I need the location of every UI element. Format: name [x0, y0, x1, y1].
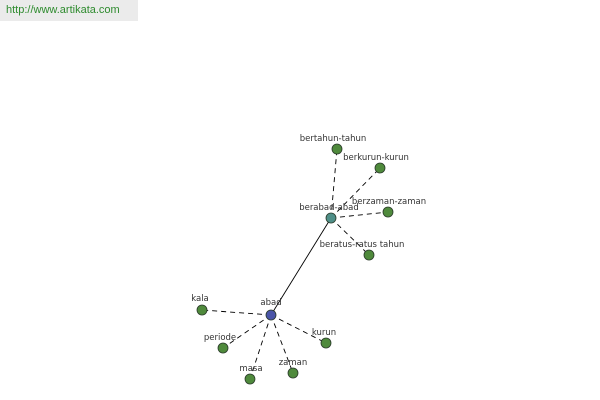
node-label-kurun[interactable]: kurun — [312, 328, 336, 338]
node-kurun[interactable] — [320, 337, 332, 349]
edge-abad-to-kurun — [270, 314, 327, 344]
edge-abad-to-zaman — [270, 314, 294, 374]
node-berabad-abad[interactable] — [325, 212, 337, 224]
node-periode[interactable] — [217, 342, 229, 354]
node-masa[interactable] — [244, 373, 256, 385]
edge-abad-to-kala — [201, 309, 272, 316]
node-label-berabad-abad[interactable]: berabad-abad — [299, 203, 359, 213]
node-label-kala[interactable]: kala — [191, 294, 209, 304]
node-berkurun-kurun[interactable] — [374, 162, 386, 174]
node-label-berzaman-zaman[interactable]: berzaman-zaman — [352, 197, 426, 207]
edge-berabad-abad-to-berzaman-zaman — [330, 211, 389, 219]
node-label-berkurun-kurun[interactable]: berkurun-kurun — [343, 153, 409, 163]
node-label-bertahun-tahun[interactable]: bertahun-tahun — [300, 134, 367, 144]
labels-layer: abad berabad-abad kala periode masa zaman kuru… — [191, 134, 426, 374]
node-abad[interactable] — [265, 309, 277, 321]
site-url-label[interactable]: http://www.artikata.com — [0, 0, 138, 21]
node-beratus-ratus-tahun[interactable] — [363, 249, 375, 261]
edges-layer — [201, 148, 389, 380]
node-zaman[interactable] — [287, 367, 299, 379]
node-label-beratus-ratus-tahun[interactable]: beratus-ratus tahun — [320, 240, 405, 250]
nodes-layer — [196, 143, 394, 385]
node-kala[interactable] — [196, 304, 208, 316]
edge-berabad-abad-to-bertahun-tahun — [330, 148, 338, 219]
node-label-abad[interactable]: abad — [260, 298, 281, 308]
node-label-masa[interactable]: masa — [239, 364, 262, 374]
node-label-zaman[interactable]: zaman — [279, 358, 308, 368]
edge-berabad-abad-to-berkurun-kurun — [330, 167, 381, 219]
node-bertahun-tahun[interactable] — [331, 143, 343, 155]
edge-abad-to-periode — [222, 314, 272, 349]
node-berzaman-zaman[interactable] — [382, 206, 394, 218]
edge-abad-to-berabad-abad — [270, 217, 332, 316]
edge-abad-to-masa — [249, 314, 272, 380]
node-label-periode[interactable]: periode — [204, 333, 236, 343]
